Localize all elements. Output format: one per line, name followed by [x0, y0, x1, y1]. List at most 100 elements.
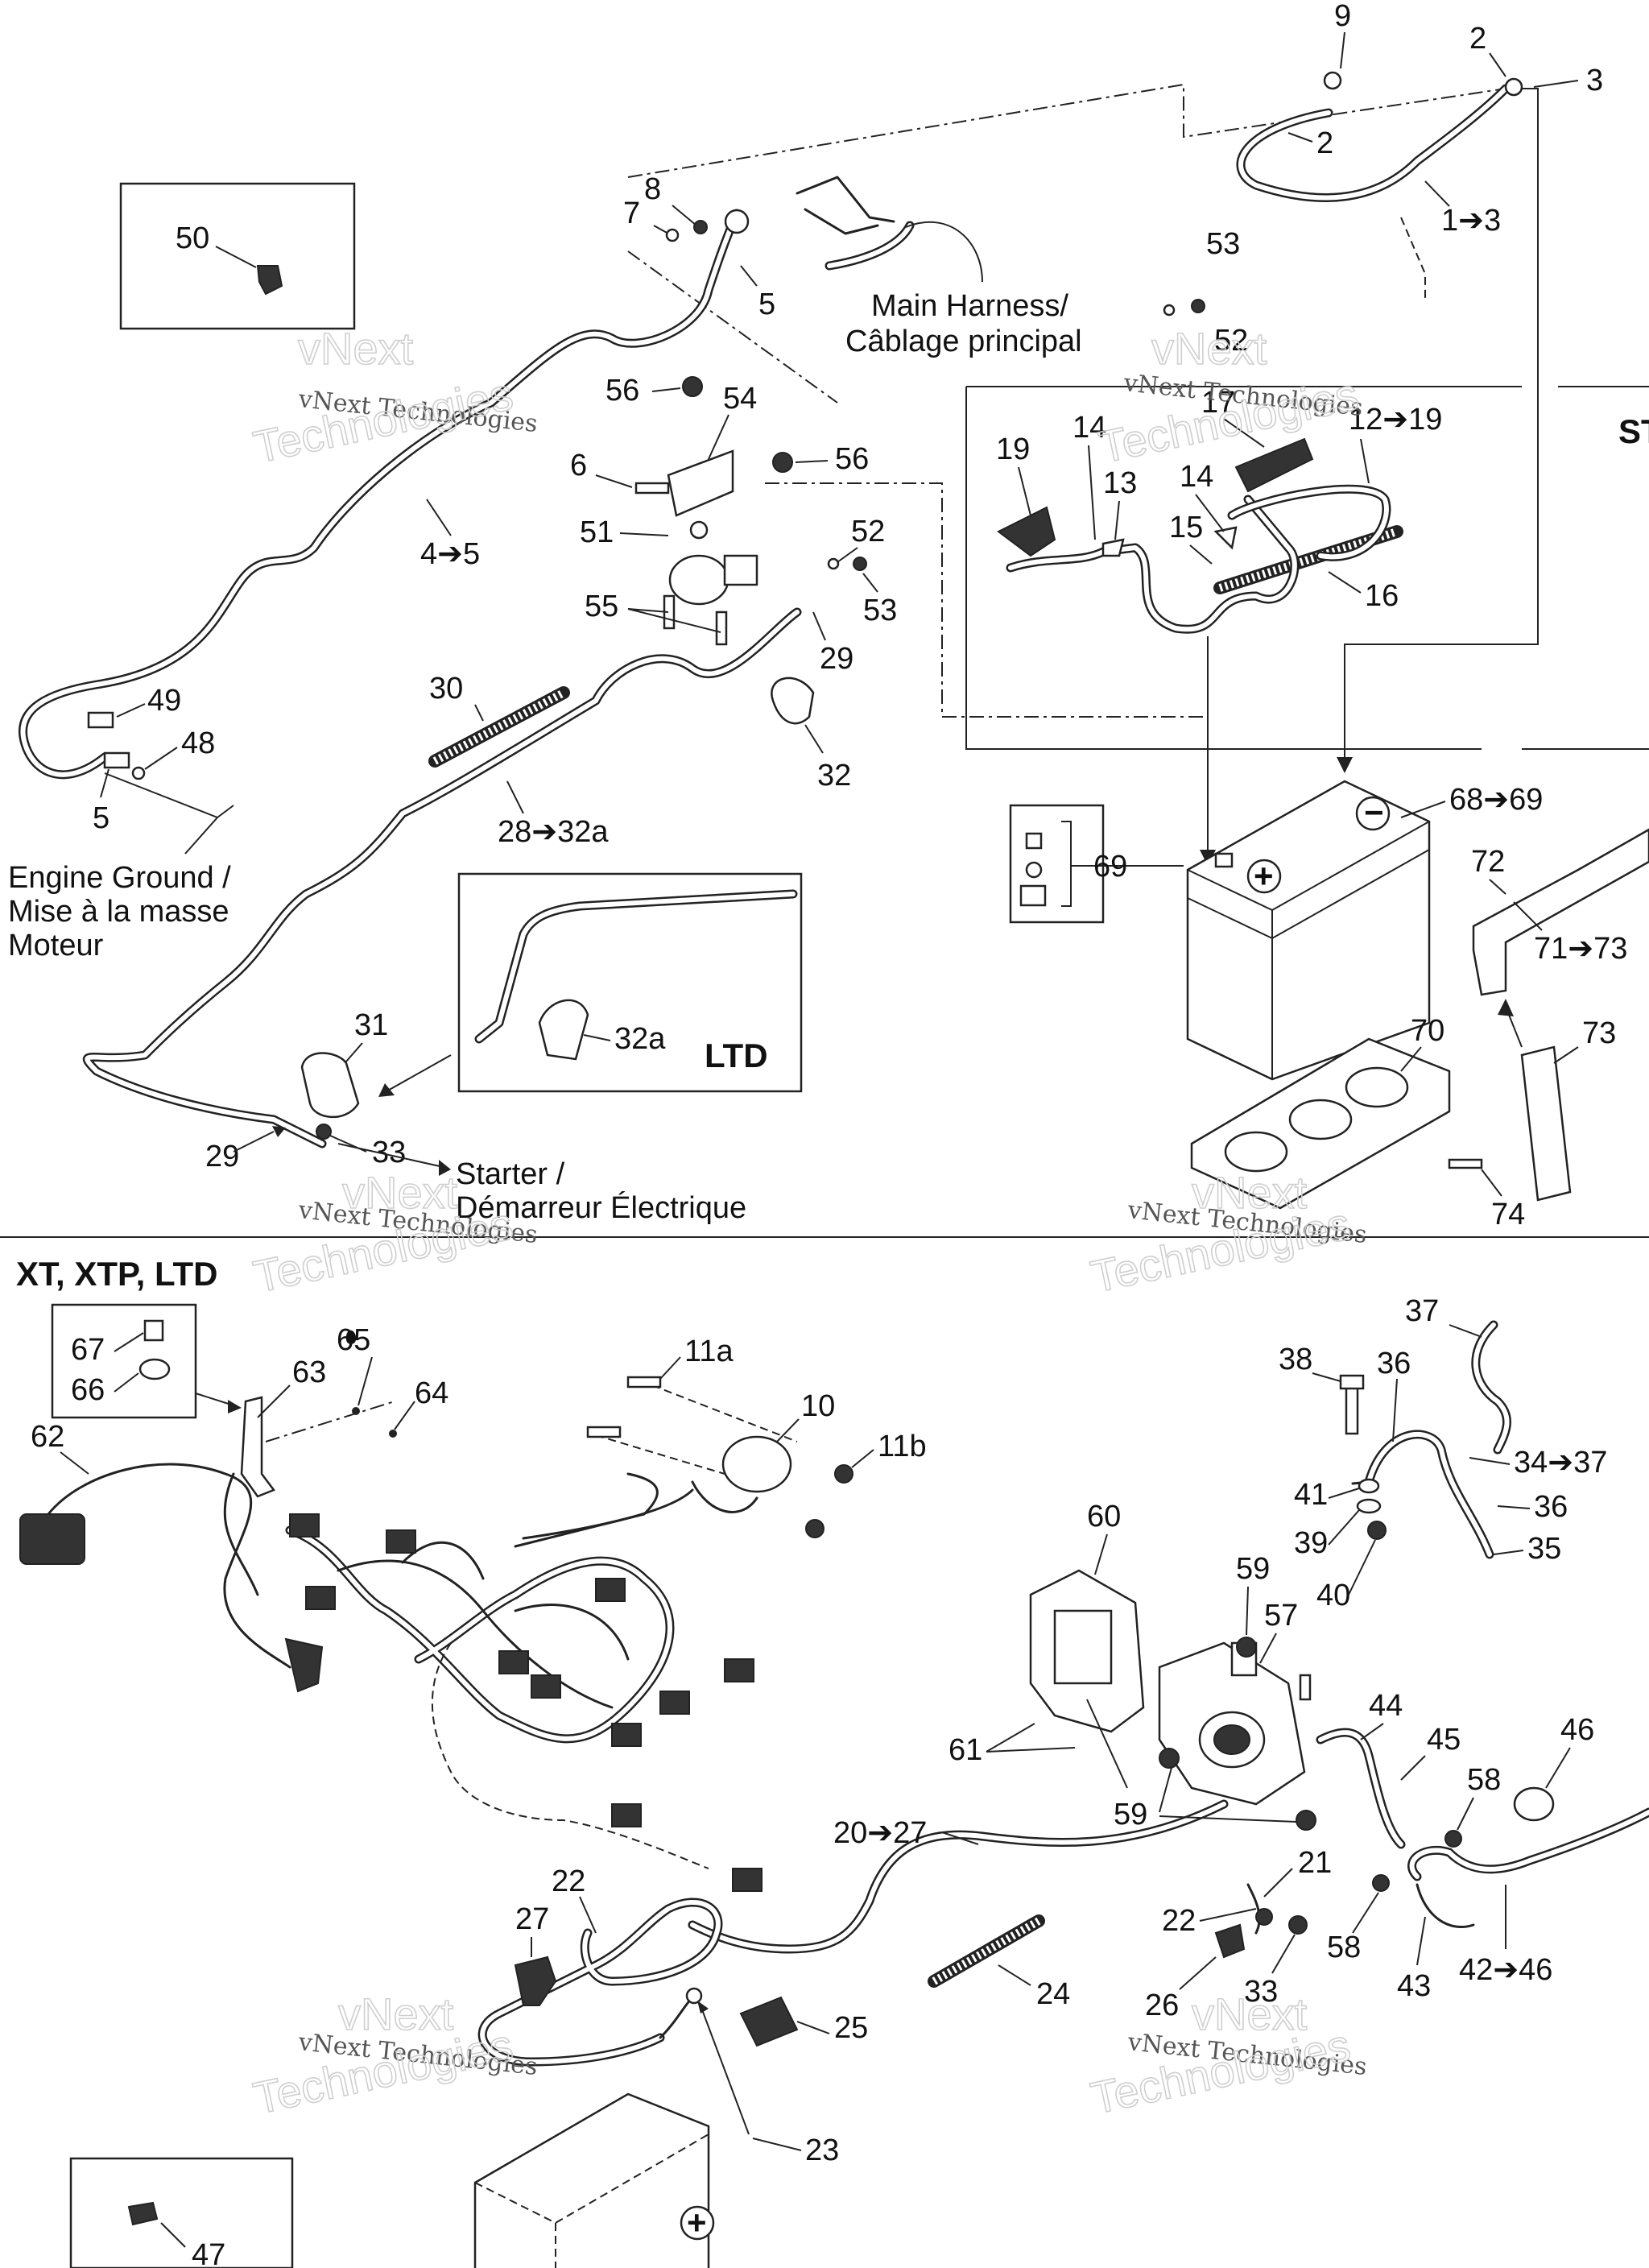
cable-1-3 — [1236, 84, 1511, 202]
washer-48 — [131, 766, 146, 780]
guide-line — [1400, 217, 1426, 298]
callout-53b: 53 — [863, 594, 897, 627]
harness-62 — [47, 1463, 291, 1669]
callout-12-19: 12➔19 — [1349, 403, 1442, 437]
terminal-minus — [1355, 796, 1391, 831]
guide-line — [765, 482, 1208, 718]
callout-69: 69 — [1093, 850, 1127, 884]
bolt-59a — [1236, 1637, 1257, 1658]
callout-47: 47 — [192, 2238, 225, 2268]
callout-63: 63 — [292, 1355, 326, 1389]
callout-40: 40 — [1316, 1579, 1350, 1612]
bracket-63 — [240, 1396, 275, 1498]
svg-text:vNext: vNext — [342, 1167, 458, 1218]
callout-32: 32 — [817, 759, 851, 793]
connector-47 — [127, 2201, 159, 2226]
boot-17 — [1234, 437, 1314, 493]
callout-59a: 59 — [1236, 1552, 1270, 1586]
callout-46: 46 — [1560, 1713, 1594, 1747]
callout-55: 55 — [585, 590, 618, 623]
section-st-label: ST — [1618, 412, 1649, 450]
callout-7: 7 — [623, 197, 640, 230]
callout-2b: 2 — [1316, 126, 1333, 160]
clamp-58a — [1444, 1830, 1462, 1848]
svg-text:vNext: vNext — [1192, 1989, 1308, 2039]
callout-30: 30 — [429, 672, 463, 706]
battery-plus-symbol-2: + — [687, 2204, 707, 2241]
callout-54: 54 — [723, 382, 757, 416]
callout-52b: 52 — [851, 515, 885, 548]
boot-26 — [1214, 1923, 1246, 1959]
nut-40 — [1367, 1521, 1387, 1540]
connector-50 — [256, 265, 283, 296]
bolt-48 — [103, 751, 130, 769]
watermark: vNext vNext Technologies Technologies vN… — [249, 322, 1369, 2124]
callout-24: 24 — [1036, 1977, 1070, 2011]
callout-14b: 14 — [1180, 460, 1213, 494]
callout-61: 61 — [948, 1733, 982, 1767]
callout-45: 45 — [1427, 1723, 1461, 1757]
label-starter-2: Démarreur Électrique — [456, 1190, 746, 1225]
callout-26: 26 — [1145, 1989, 1179, 2022]
callout-22a: 22 — [1162, 1904, 1196, 1938]
callout-64: 64 — [415, 1376, 448, 1410]
callout-42-46: 42➔46 — [1459, 1953, 1552, 1987]
bolt-49 — [87, 711, 114, 729]
callout-43: 43 — [1397, 1969, 1431, 2003]
callout-13: 13 — [1103, 466, 1137, 500]
callout-27: 27 — [515, 1902, 549, 1936]
bolt-59b — [1159, 1748, 1180, 1769]
clamp-58b — [1372, 1874, 1390, 1892]
callout-60: 60 — [1087, 1500, 1121, 1533]
inset-box-50 — [119, 182, 356, 330]
callout-4-5: 4➔5 — [420, 537, 480, 571]
callout-33b: 33 — [1244, 1975, 1278, 2009]
callout-68-69: 68➔69 — [1449, 783, 1543, 817]
bracket-73 — [1520, 1045, 1572, 1202]
callout-71-73: 71➔73 — [1534, 932, 1627, 966]
callout-32a: 32a — [614, 1022, 666, 1056]
callout-6: 6 — [570, 449, 587, 482]
callout-73: 73 — [1582, 1016, 1616, 1050]
callout-51: 51 — [580, 515, 614, 549]
guide-line — [627, 250, 838, 404]
callout-22b: 22 — [552, 1864, 585, 1898]
battery-bottom — [473, 2092, 710, 2268]
strap-71-73 — [1472, 828, 1649, 996]
callout-2a: 2 — [1469, 22, 1486, 56]
battery-plus-symbol: + — [1254, 857, 1274, 895]
ring-terminal — [724, 209, 750, 234]
inset-box-47 — [69, 2157, 294, 2268]
callout-58b: 58 — [1327, 1931, 1361, 1964]
bolt-74 — [1448, 1158, 1483, 1169]
callout-38: 38 — [1279, 1343, 1312, 1376]
harness-connector — [289, 1513, 320, 1538]
callout-39: 39 — [1294, 1526, 1328, 1560]
bolt-38 — [1345, 1384, 1359, 1435]
label-starter-1: Starter / — [456, 1157, 565, 1191]
harness-hidden — [431, 1642, 709, 1869]
connector-62 — [19, 1513, 85, 1565]
nut-9 — [1323, 71, 1342, 90]
washer-39 — [1356, 1498, 1382, 1514]
callout-3: 3 — [1586, 64, 1603, 97]
bolt-11a — [626, 1376, 662, 1389]
bolt-6 — [634, 482, 670, 495]
inset-box-66-67 — [51, 1303, 197, 1419]
callout-17: 17 — [1201, 386, 1235, 420]
battery-minus-symbol: − — [1364, 793, 1384, 831]
callout-62: 62 — [31, 1420, 64, 1454]
nut-33b — [1288, 1915, 1308, 1935]
label-engine-ground-2: Mise à la masse — [8, 895, 229, 929]
callout-8: 8 — [644, 172, 661, 206]
callout-23: 23 — [805, 2133, 839, 2167]
callout-35: 35 — [1527, 1532, 1561, 1566]
callout-44: 44 — [1369, 1689, 1403, 1723]
boot-32 — [771, 677, 815, 725]
nut-56b — [772, 452, 793, 473]
solenoid-51 — [668, 554, 729, 606]
callout-14a: 14 — [1072, 411, 1106, 445]
terminal-13 — [1101, 538, 1125, 557]
callout-50: 50 — [176, 221, 209, 255]
